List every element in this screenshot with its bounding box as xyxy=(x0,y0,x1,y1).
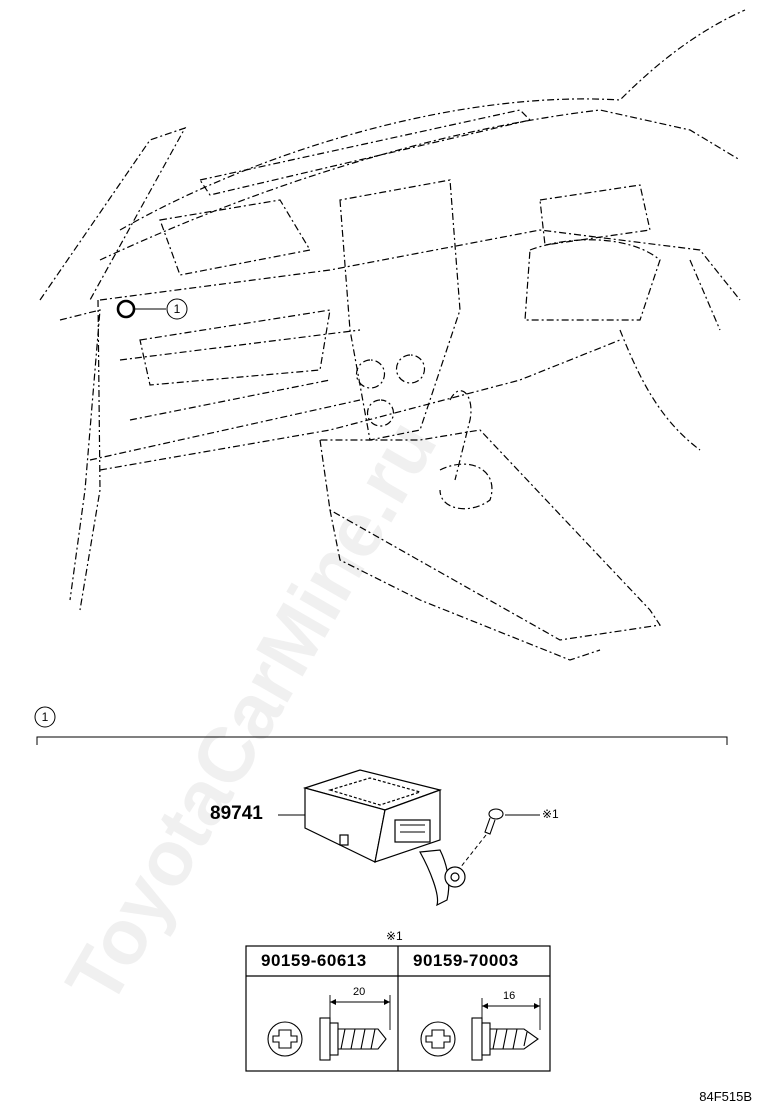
callout-circle xyxy=(166,298,188,320)
bolt-2-drawing xyxy=(420,1017,539,1061)
bolt-length-2: 16 xyxy=(503,990,516,1002)
console xyxy=(319,429,662,641)
windshield-top xyxy=(119,9,746,231)
console-side xyxy=(329,509,601,661)
right-trim xyxy=(619,259,721,451)
bolt-part-number-2: 90159-70003 xyxy=(413,951,519,970)
bolt-1-drawing xyxy=(267,1017,387,1061)
screw xyxy=(484,808,504,835)
bolt-length-1: 20 xyxy=(353,986,366,998)
locator-ring xyxy=(116,299,136,319)
control-module xyxy=(302,769,466,907)
callout-label: 1 xyxy=(173,302,181,316)
shifter xyxy=(439,390,493,510)
table-header-mark: ※1 xyxy=(386,929,403,943)
section-circle xyxy=(34,706,56,728)
cluster xyxy=(524,239,661,321)
part-number-89741: 89741 xyxy=(210,803,263,824)
dim-20 xyxy=(329,995,391,1030)
section-bracket xyxy=(36,736,728,745)
vent-left xyxy=(159,199,311,276)
a-pillar xyxy=(39,126,187,611)
section-label: 1 xyxy=(41,710,49,724)
watermark: ToyotaCarMine.ru xyxy=(49,405,454,1018)
note-mark: ※1 xyxy=(542,807,559,821)
vent-right xyxy=(539,184,651,246)
drawing-code: 84F515B xyxy=(699,1089,752,1104)
dash-top xyxy=(99,109,741,261)
dim-16 xyxy=(481,998,541,1030)
glovebox xyxy=(139,309,331,386)
top-vent xyxy=(199,109,532,196)
fastener-table xyxy=(245,945,551,1072)
dash-face xyxy=(99,229,741,471)
bolt-part-number-1: 90159-60613 xyxy=(261,951,367,970)
knobs xyxy=(355,354,426,427)
dash-lower xyxy=(89,329,361,461)
center-stack xyxy=(339,179,461,441)
